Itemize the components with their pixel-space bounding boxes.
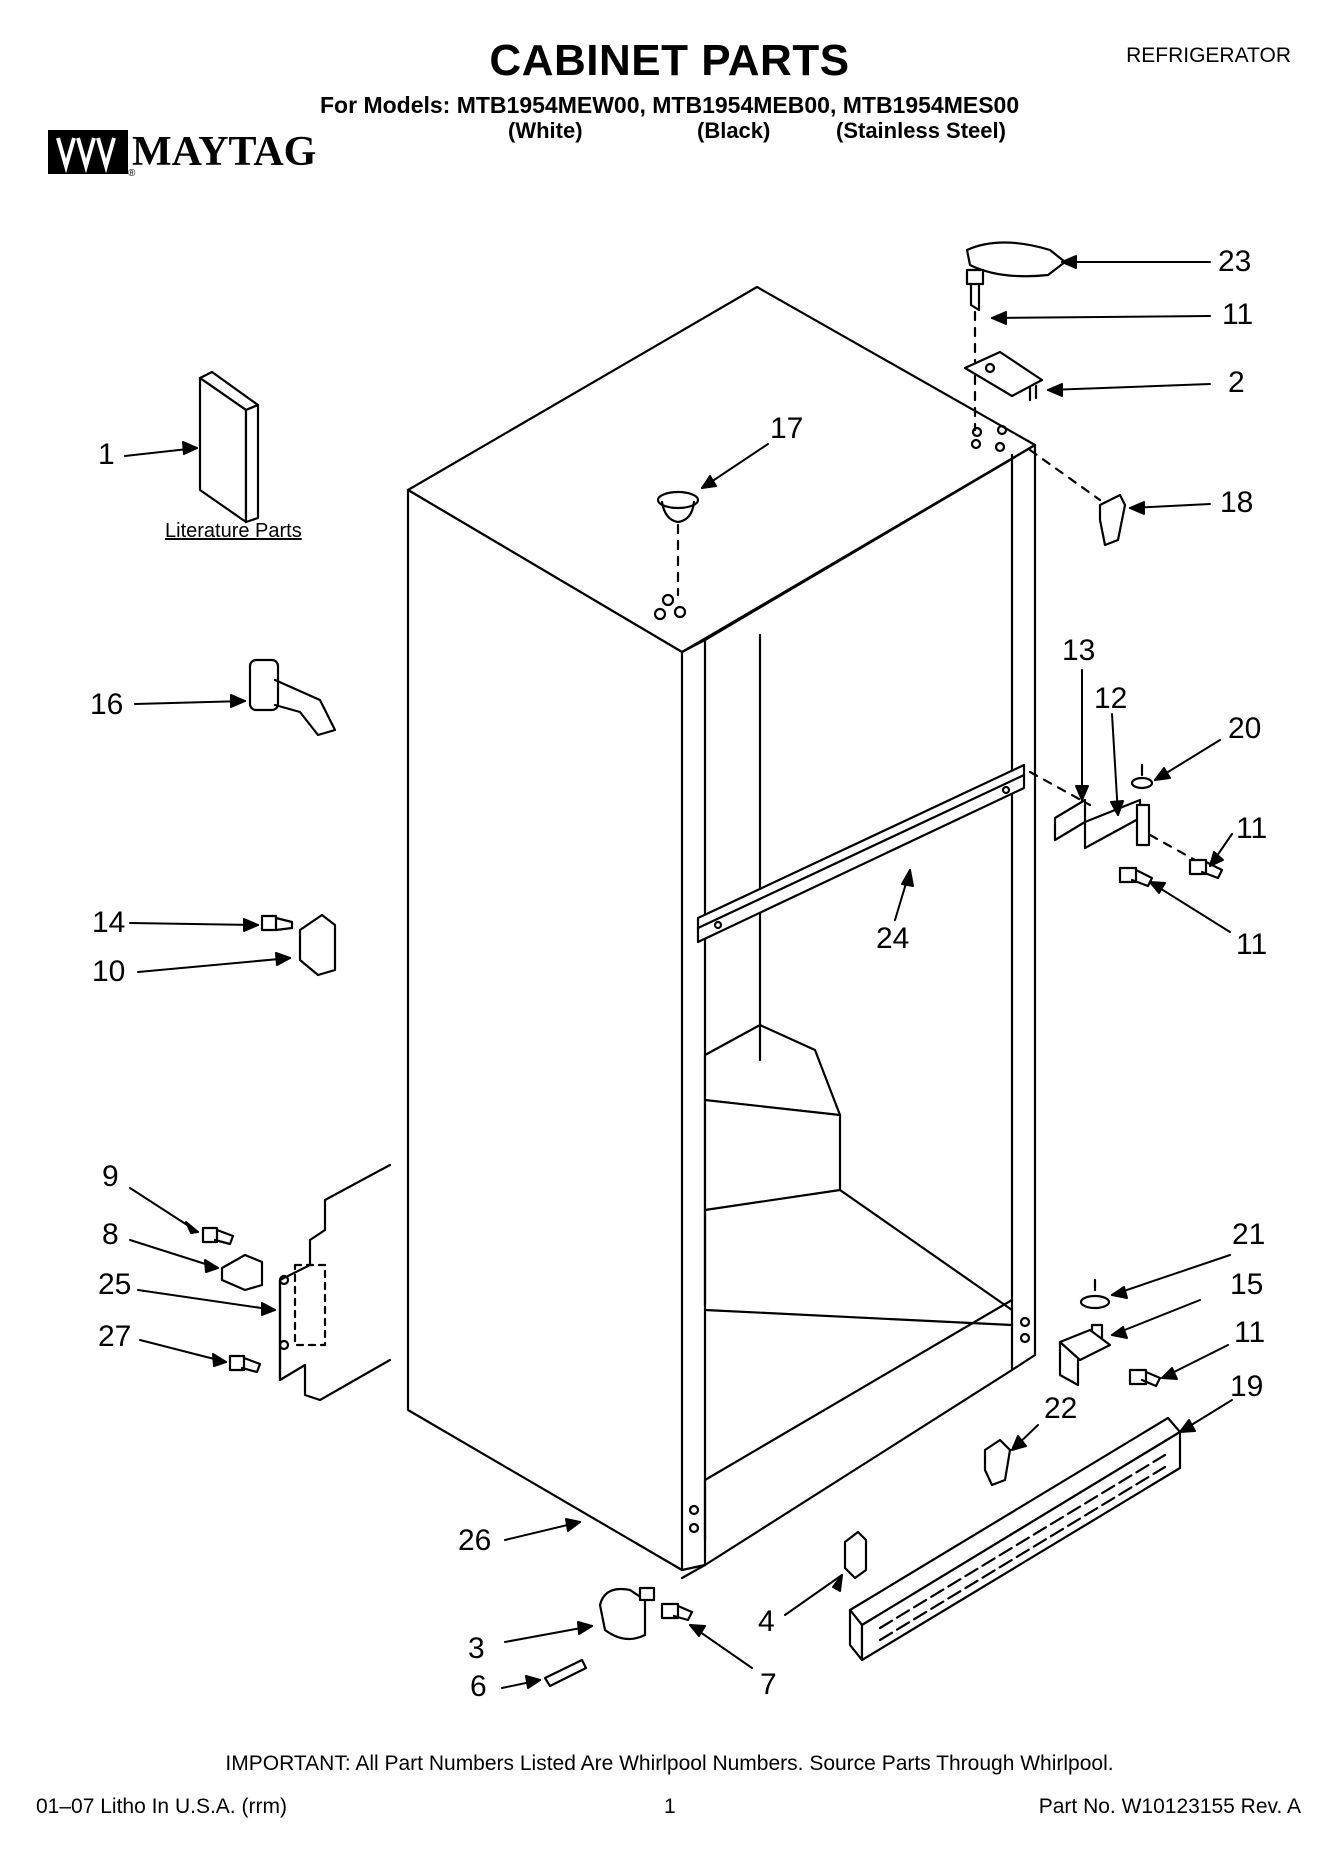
- callout-1: 1: [98, 438, 115, 471]
- color-white: (White): [508, 118, 583, 143]
- maytag-m-icon: [48, 130, 128, 174]
- color-black: (Black): [697, 118, 771, 143]
- callout-22: 22: [1044, 1392, 1078, 1425]
- center-hinge: [1028, 763, 1224, 888]
- left-bracket: [201, 1163, 392, 1402]
- callout-9: 9: [102, 1160, 119, 1193]
- cross-rail: [696, 763, 1026, 944]
- callout-13: 13: [1062, 634, 1096, 667]
- hinge-pin-cover: [1098, 493, 1127, 547]
- page-title: CABINET PARTS: [489, 36, 850, 85]
- callout-6: 6: [470, 1670, 487, 1703]
- litho-info: 01–07 Litho In U.S.A. (rrm): [36, 1795, 287, 1818]
- top-plug: [656, 490, 700, 597]
- callout-14: 14: [92, 906, 126, 939]
- callout-24: 24: [876, 922, 910, 955]
- top-screw: [965, 268, 985, 432]
- callout-16: 16: [90, 688, 124, 721]
- toe-grille: [848, 1416, 1182, 1662]
- callout-23: 23: [1218, 245, 1252, 278]
- callout-12: 12: [1094, 682, 1128, 715]
- callout-11-lower: 11: [1236, 928, 1268, 961]
- part-number: Part No. W10123155 Rev. A: [1038, 1795, 1301, 1818]
- literature-part: [198, 370, 260, 524]
- callout-20: 20: [1228, 712, 1262, 745]
- leveling-assembly: [543, 1586, 694, 1688]
- callout-8: 8: [102, 1218, 119, 1251]
- callout-25: 25: [98, 1268, 132, 1301]
- literature-parts-label: Literature Parts: [165, 520, 302, 542]
- leader-lines: [124, 255, 1233, 1689]
- callout-10: 10: [92, 955, 126, 988]
- brand-name: MAYTAG: [132, 129, 317, 175]
- callout-18: 18: [1220, 486, 1254, 519]
- grille-clip: [843, 1530, 868, 1580]
- callout-11-mid: 11: [1236, 812, 1268, 845]
- callout-26: 26: [458, 1524, 492, 1557]
- models-line: For Models: MTB1954MEW00, MTB1954MEB00, …: [320, 92, 1020, 118]
- callout-17: 17: [770, 412, 804, 445]
- product-type: REFRIGERATOR: [1126, 44, 1291, 67]
- callout-11-top: 11: [1222, 298, 1254, 331]
- callout-15: 15: [1230, 1268, 1264, 1301]
- callout-19: 19: [1230, 1370, 1264, 1403]
- callout-7: 7: [760, 1668, 777, 1701]
- callout-11-bottom: 11: [1234, 1316, 1266, 1349]
- registered-mark: ®: [128, 168, 136, 179]
- callout-21: 21: [1232, 1218, 1266, 1251]
- cabinet-body: [406, 285, 1037, 1580]
- callout-27: 27: [98, 1320, 132, 1353]
- page-number: 1: [664, 1795, 676, 1818]
- callout-3: 3: [468, 1632, 485, 1665]
- callout-4: 4: [758, 1605, 775, 1638]
- top-hinge: [963, 350, 1044, 402]
- maytag-logo: MAYTAG ®: [48, 124, 338, 180]
- left-hinge-screw: [260, 913, 337, 977]
- bottom-hinge: [983, 1278, 1162, 1487]
- door-stop: [248, 658, 337, 737]
- color-stainless: (Stainless Steel): [836, 118, 1006, 143]
- callout-2: 2: [1228, 366, 1245, 399]
- important-note: IMPORTANT: All Part Numbers Listed Are W…: [225, 1752, 1114, 1775]
